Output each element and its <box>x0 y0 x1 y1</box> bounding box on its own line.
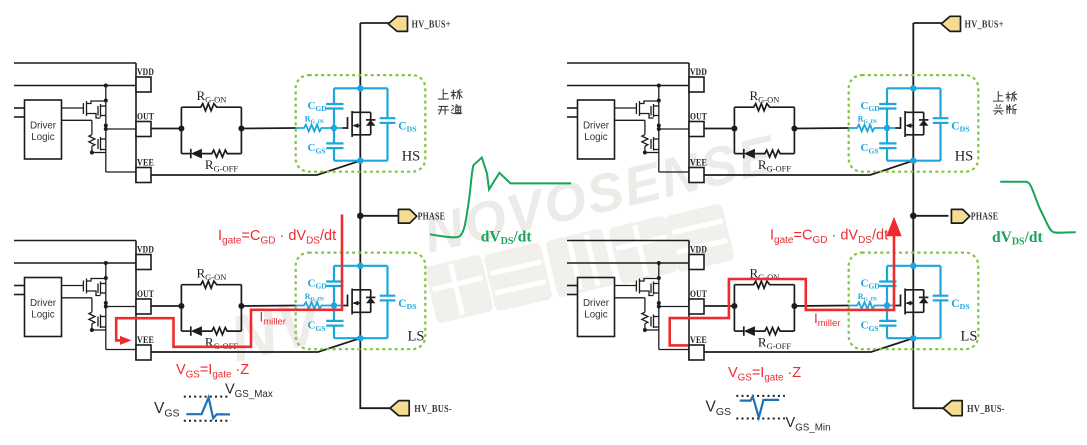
svg-text:LS: LS <box>961 328 978 344</box>
svg-text:PHASE: PHASE <box>971 211 999 223</box>
svg-text:HV_BUS-: HV_BUS- <box>967 403 1005 415</box>
svg-text:HV_BUS+: HV_BUS+ <box>965 19 1004 31</box>
svg-text:HV_BUS-: HV_BUS- <box>414 403 452 415</box>
svg-text:HV_BUS+: HV_BUS+ <box>412 19 451 31</box>
svg-text:HS: HS <box>955 148 974 164</box>
svg-text:dVDS/dt: dVDS/dt <box>481 228 533 247</box>
svg-text:PHASE: PHASE <box>418 211 446 223</box>
svg-text:dVDS/dt: dVDS/dt <box>992 229 1044 248</box>
svg-text:LS: LS <box>408 328 425 344</box>
svg-text:HS: HS <box>402 148 421 164</box>
